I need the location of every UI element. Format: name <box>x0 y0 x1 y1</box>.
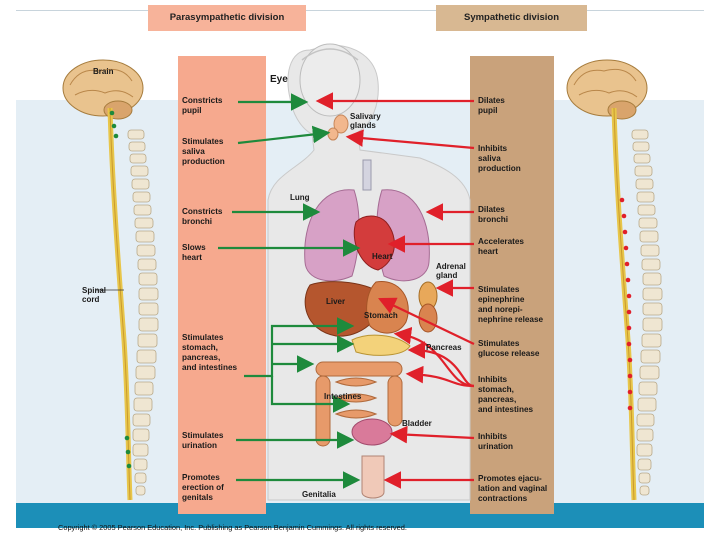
para-constricts-pupil: Constricts pupil <box>182 96 223 115</box>
symp-promotes-ejaculation: Promotes ejacu- lation and vaginal contr… <box>478 474 548 503</box>
slide-top-line <box>16 10 704 11</box>
eye-label: Eye <box>270 74 288 85</box>
genitalia-label: Genitalia <box>302 490 336 499</box>
heart-label: Heart <box>372 252 393 261</box>
slide-bottom-bar <box>16 503 704 528</box>
salivary-glands-label: Salivary glands <box>350 112 381 130</box>
para-slows-heart: Slows heart <box>182 243 206 262</box>
symp-dilates-pupil: Dilates pupil <box>478 96 505 115</box>
para-promotes-erection: Promotes erection of genitals <box>182 473 224 502</box>
copyright-notice: Copyright © 2005 Pearson Education, Inc.… <box>58 523 407 532</box>
spinal-cord-label: Spinal cord <box>82 286 107 304</box>
liver-label: Liver <box>326 297 346 306</box>
intestines-label: Intestines <box>324 392 362 401</box>
brain-label: Brain <box>93 67 114 76</box>
sympathetic-arrows <box>315 92 475 489</box>
symp-accelerates-heart: Accelerates heart <box>478 237 524 256</box>
symp-inhibits-urination: Inhibits urination <box>478 432 514 451</box>
sympathetic-panel <box>470 56 554 514</box>
parasympathetic-panel <box>178 56 266 514</box>
bladder-label: Bladder <box>402 419 432 428</box>
para-stimulates-urination: Stimulates urination <box>182 431 224 450</box>
adrenal-gland-label: Adrenal gland <box>436 262 466 280</box>
stomach-label: Stomach <box>364 311 398 320</box>
symp-stimulates-glucose: Stimulates glucose release <box>478 339 540 358</box>
para-stimulates-saliva: Stimulates saliva production <box>182 137 225 166</box>
symp-inhibits-saliva: Inhibits saliva production <box>478 144 521 173</box>
sympathetic-header: Sympathetic division <box>436 5 587 31</box>
right-brain-spine <box>566 59 663 501</box>
left-brain-spine <box>62 59 159 501</box>
para-stimulates-digestion: Stimulates stomach, pancreas, and intest… <box>182 333 238 372</box>
parasympathetic-arrows <box>218 93 361 489</box>
pancreas-label: Pancreas <box>426 343 462 352</box>
para-constricts-bronchi: Constricts bronchi <box>182 207 223 226</box>
symp-inhibits-digestion: Inhibits stomach, pancreas, and intestin… <box>478 375 534 414</box>
lung-label: Lung <box>290 193 310 202</box>
parasympathetic-header: Parasympathetic division <box>148 5 306 31</box>
symp-dilates-bronchi: Dilates bronchi <box>478 205 509 224</box>
symp-stimulates-epinephrine: Stimulates epinephrine and norepi- nephr… <box>478 285 544 324</box>
